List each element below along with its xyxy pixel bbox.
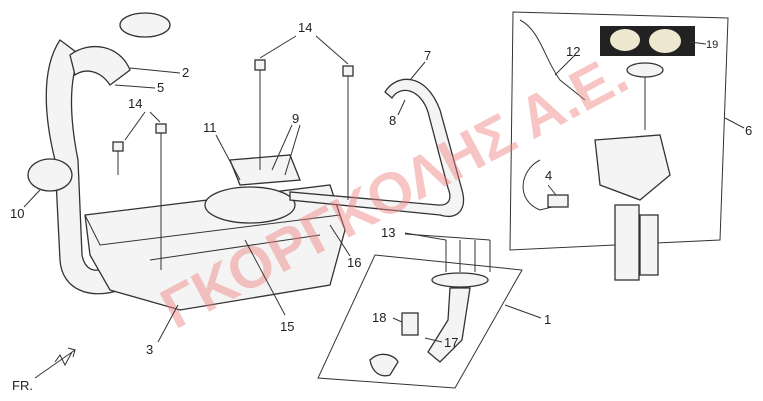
- callout-12: 12: [566, 44, 580, 59]
- callout-5: 5: [157, 80, 164, 95]
- callout-15: 15: [280, 319, 294, 334]
- callout-1: 1: [544, 312, 551, 327]
- callout-4: 4: [545, 168, 552, 183]
- front-direction-arrow: [34, 347, 77, 379]
- callout-9: 9: [292, 111, 299, 126]
- callout-10: 10: [10, 206, 24, 221]
- callout-14-left: 14: [128, 96, 142, 111]
- callout-11: 11: [203, 120, 217, 135]
- callout-14-top: 14: [298, 20, 312, 35]
- breather-hose: [289, 78, 465, 217]
- pump-sub-assembly-box: [317, 240, 523, 389]
- callout-3: 3: [146, 342, 153, 357]
- fuel-tank: [84, 154, 346, 311]
- leader-lines: [23, 35, 745, 343]
- callout-8: 8: [389, 113, 396, 128]
- callout-18: 18: [372, 310, 386, 325]
- callout-7: 7: [424, 48, 431, 63]
- callout-19: 19: [706, 39, 718, 51]
- callout-17: 17: [444, 335, 458, 350]
- callout-13: 13: [381, 225, 395, 240]
- bolts: [112, 59, 354, 270]
- callout-2: 2: [182, 65, 189, 80]
- fuel-cap-assembly: [69, 12, 171, 86]
- callout-6: 6: [745, 123, 752, 138]
- front-direction-label: FR.: [12, 378, 33, 393]
- fuel-pump-assembly-box: [509, 11, 729, 281]
- callout-16: 16: [347, 255, 361, 270]
